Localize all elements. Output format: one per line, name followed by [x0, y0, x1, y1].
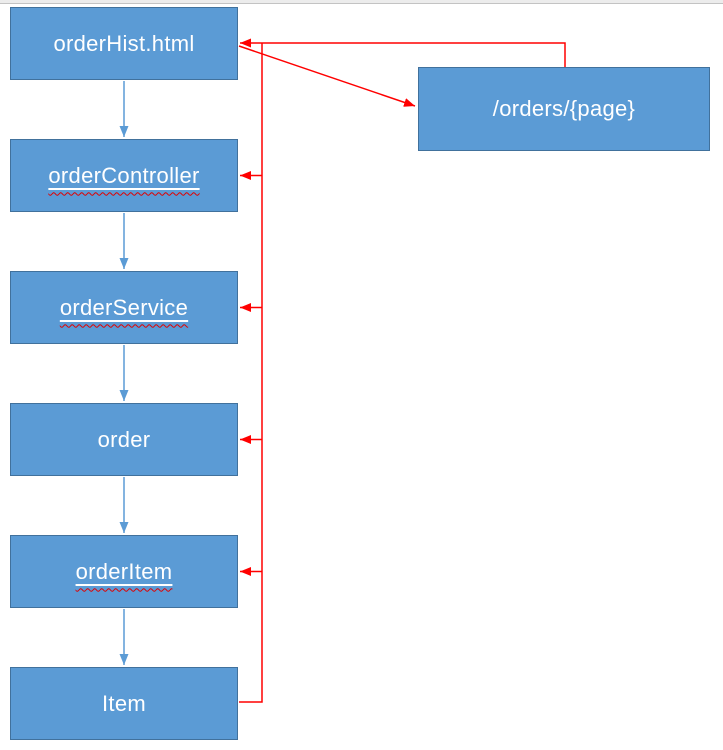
- page-top-divider: [0, 0, 723, 4]
- node-label: orderHist.html: [53, 30, 195, 56]
- return-trunk-item-to-orderhist: [239, 43, 263, 703]
- node-orders-page-endpoint[interactable]: /orders/{page}: [418, 67, 710, 151]
- node-orderhist-html[interactable]: orderHist.html: [10, 7, 238, 80]
- call-arrow-orderhist-to-endpoint: [238, 45, 416, 107]
- node-label: orderController: [48, 163, 199, 189]
- node-label-text: orderItem: [75, 558, 173, 584]
- node-orderitem[interactable]: orderItem: [10, 535, 238, 608]
- node-ordercontroller[interactable]: orderController: [10, 139, 238, 212]
- node-label-text: orderService: [59, 294, 189, 320]
- node-label: order: [97, 426, 151, 452]
- node-label: orderItem: [76, 559, 173, 585]
- node-label: Item: [102, 690, 146, 716]
- return-arrow-endpoint-to-orderhist: [240, 38, 566, 67]
- node-orderservice[interactable]: orderService: [10, 271, 238, 344]
- node-item[interactable]: Item: [10, 667, 238, 740]
- node-label: orderService: [60, 295, 188, 321]
- node-order[interactable]: order: [10, 403, 238, 476]
- node-label-text: orderController: [48, 162, 200, 188]
- node-label: /orders/{page}: [492, 96, 636, 121]
